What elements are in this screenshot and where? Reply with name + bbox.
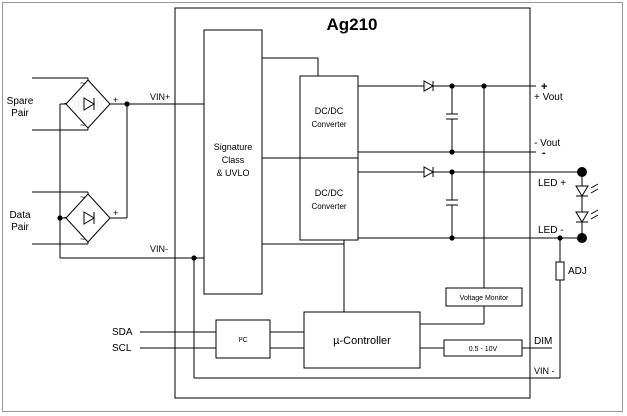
svg-text:~: ~ [80,78,85,88]
dim-label: DIM [534,336,552,347]
chip-title: Ag210 [326,15,377,34]
svg-text:µ-Controller: µ-Controller [333,335,391,347]
svg-text:+: + [113,95,118,105]
svg-text:I²C: I²C [238,337,247,344]
adj-label: ADJ [568,266,587,277]
svg-text:-: - [64,98,67,108]
diode-bottom [423,166,435,178]
vin-minus-right-label: VIN - [534,366,555,376]
svg-text:Class: Class [222,155,245,165]
svg-text:+: + [113,208,118,218]
svg-text:DC/DC: DC/DC [315,106,344,116]
diode-top [423,80,435,92]
led-plus-label: LED + [538,178,566,189]
svg-text:~: ~ [80,120,85,130]
svg-text:-: - [542,147,546,159]
vin-plus-label: VIN+ [150,92,170,102]
vout-plus-label: + Vout [534,92,563,103]
svg-text:& UVLO: & UVLO [216,168,249,178]
svg-text:Voltage Monitor: Voltage Monitor [460,295,509,302]
spare-pair-label-2: Pair [11,108,29,119]
sda-label: SDA [112,327,133,338]
spare-pair-label-1: Spare [7,96,34,107]
svg-text:~: ~ [80,234,85,244]
svg-text:-: - [64,212,67,222]
signature-class-uvlo-block [203,29,263,295]
micro-controller-block [303,311,421,369]
image-frame [2,2,623,412]
dcdc-converter-bottom [299,157,359,241]
svg-text:~: ~ [80,192,85,202]
scl-label: SCL [112,343,132,354]
dcdc-converter-top [299,75,359,159]
data-pair-label-2: Pair [11,222,29,233]
data-pair-label-1: Data [9,210,31,221]
led-string-icon [575,172,599,238]
vin-minus-left-label: VIN- [150,244,168,254]
chip-outline [174,7,531,399]
svg-text:+: + [541,81,547,93]
svg-text:DC/DC: DC/DC [315,188,344,198]
led-minus-label: LED - [538,225,564,236]
i2c-block [215,319,271,359]
svg-text:0.5 - 10V: 0.5 - 10V [469,346,498,353]
adj-resistor [555,261,565,281]
svg-text:Signature: Signature [214,142,253,152]
svg-text:Converter: Converter [311,120,346,129]
svg-text:Converter: Converter [311,202,346,211]
vout-minus-label: - Vout [534,138,560,149]
